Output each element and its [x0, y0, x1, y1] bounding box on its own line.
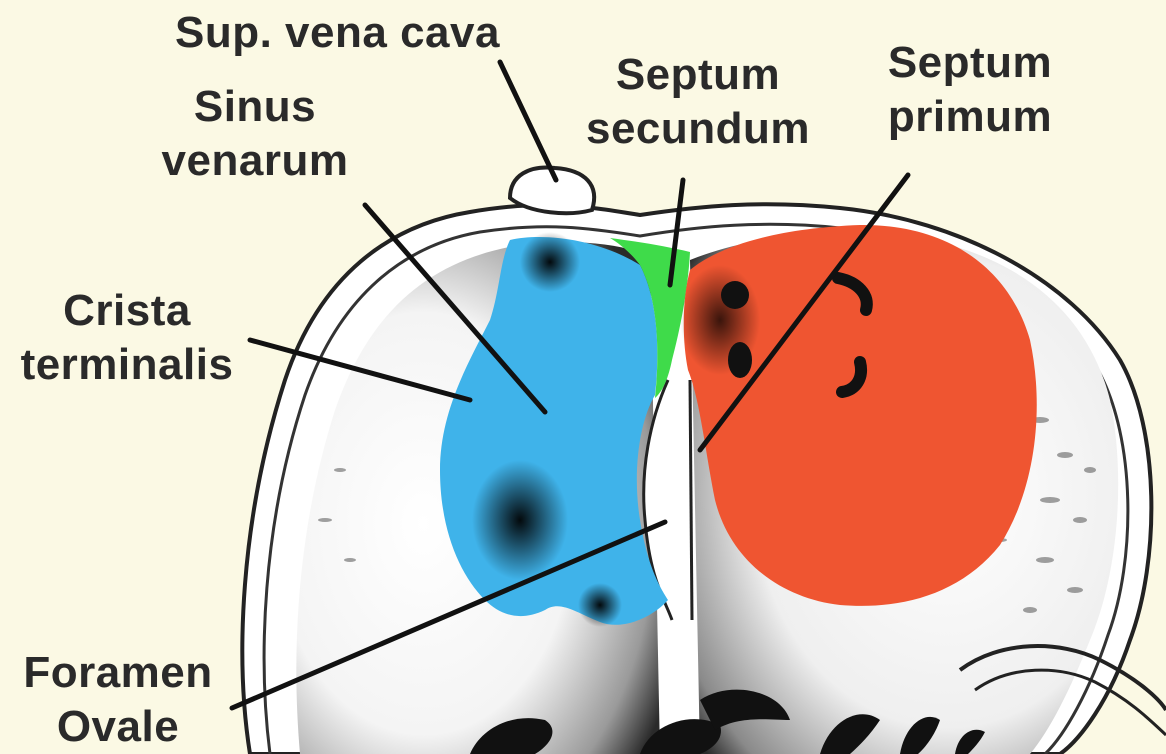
- label-foramen-ovale-line2: Ovale: [8, 700, 228, 754]
- label-sinus-venarum-line2: venarum: [150, 134, 360, 188]
- label-crista-terminalis: Crista terminalis: [12, 284, 242, 392]
- label-septum-secundum: Septum secundum: [578, 48, 818, 156]
- label-sinus-venarum: Sinus venarum: [150, 80, 360, 188]
- label-septum-primum: Septum primum: [870, 36, 1070, 144]
- label-crista-terminalis-line1: Crista: [12, 284, 242, 338]
- leader-sup-vena-cava: [500, 62, 556, 180]
- label-septum-primum-line2: primum: [870, 90, 1070, 144]
- label-septum-secundum-line2: secundum: [578, 102, 818, 156]
- label-crista-terminalis-line2: terminalis: [12, 338, 242, 392]
- label-foramen-ovale: Foramen Ovale: [8, 646, 228, 754]
- label-sup-vena-cava: Sup. vena cava: [175, 6, 500, 60]
- label-foramen-ovale-line1: Foramen: [8, 646, 228, 700]
- label-septum-primum-line1: Septum: [870, 36, 1070, 90]
- label-septum-secundum-line1: Septum: [578, 48, 818, 102]
- label-sinus-venarum-line1: Sinus: [150, 80, 360, 134]
